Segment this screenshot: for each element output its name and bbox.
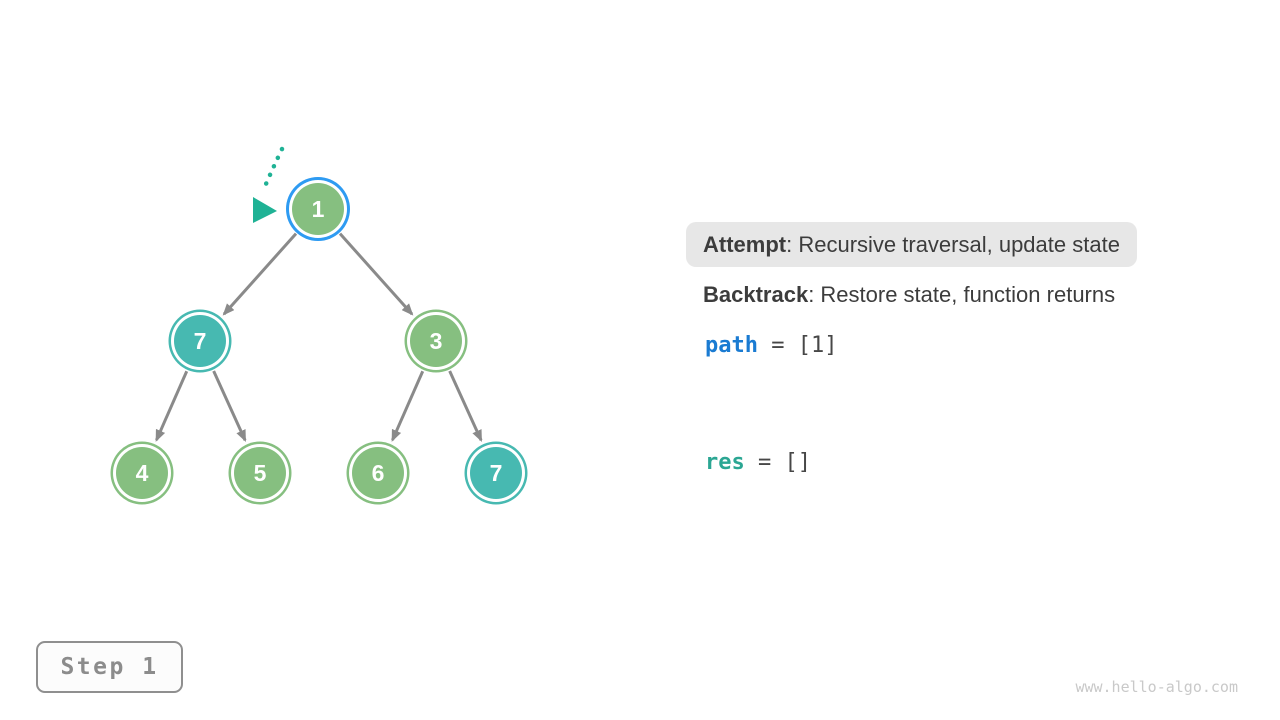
path-variable-line: path = [1]: [705, 332, 837, 360]
step-badge: Step 1: [36, 641, 183, 693]
tree-edge: [338, 232, 414, 316]
watermark: www.hello-algo.com: [1075, 678, 1238, 696]
tree-edge: [155, 370, 189, 442]
pointer-dotted-line: [260, 146, 285, 194]
res-variable-line: res = []: [705, 449, 811, 477]
res-variable-name: res: [705, 450, 745, 475]
tree-edge: [212, 370, 247, 443]
backtrack-text: : Restore state, function returns: [808, 282, 1116, 307]
tree-node-5: 5: [234, 447, 286, 499]
tree-node-3: 3: [410, 315, 462, 367]
tree-edge: [222, 232, 298, 316]
backtrack-legend: Backtrack: Restore state, function retur…: [703, 281, 1115, 309]
tree-node-7: 7: [174, 315, 226, 367]
tree-node-7: 7: [470, 447, 522, 499]
tree-edge: [448, 370, 483, 443]
path-variable-value: = [1]: [757, 333, 838, 358]
tree-edge: [391, 370, 425, 442]
step-badge-label: Step 1: [60, 654, 159, 680]
pointer-arrowhead-icon: [253, 197, 277, 223]
attempt-text: : Recursive traversal, update state: [786, 232, 1120, 257]
attempt-label: Attempt: [703, 232, 787, 257]
res-variable-value: = []: [744, 450, 811, 475]
tree-node-4: 4: [116, 447, 168, 499]
path-variable-name: path: [705, 333, 758, 358]
attempt-legend: Attempt: Recursive traversal, update sta…: [686, 222, 1137, 267]
tree-node-6: 6: [352, 447, 404, 499]
tree-node-1: 1: [292, 183, 344, 235]
backtrack-label: Backtrack: [703, 282, 809, 307]
